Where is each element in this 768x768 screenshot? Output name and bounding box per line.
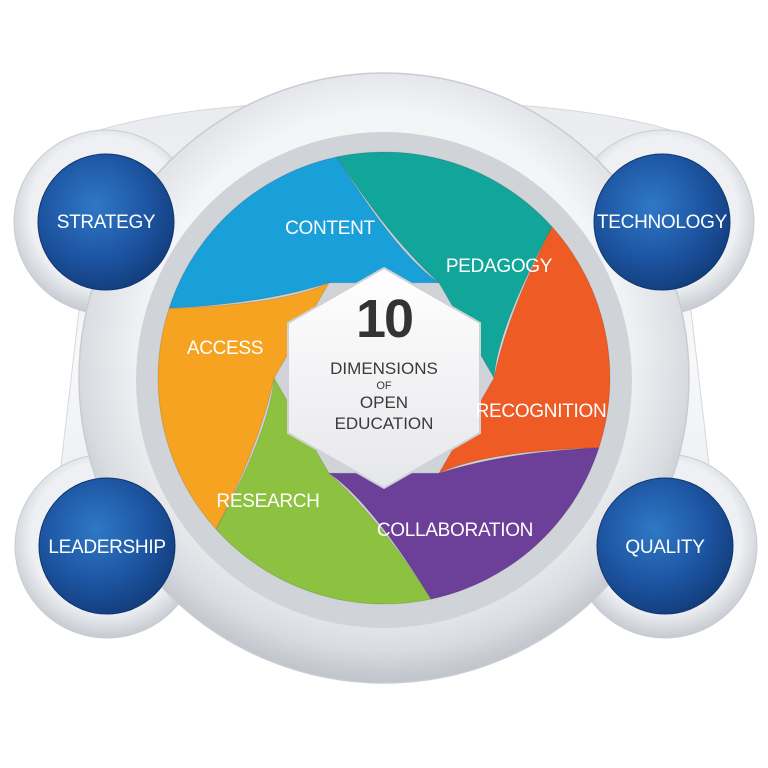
node-technology: [593, 153, 731, 291]
node-label-leadership: LEADERSHIP: [48, 537, 165, 558]
segment-content: [168, 156, 441, 309]
node-quality: [596, 477, 734, 615]
hub-line-dimensions: DIMENSIONS: [330, 359, 438, 378]
segment-label-collaboration: COLLABORATION: [377, 520, 533, 541]
node-leadership: [38, 477, 176, 615]
segment-pedagogy: [336, 151, 553, 380]
hub-line-education: EDUCATION: [335, 414, 434, 433]
segment-access: [157, 281, 331, 531]
hub-line-of: OF: [376, 380, 392, 392]
segment-research: [215, 376, 432, 605]
hub-hexagon: [287, 266, 481, 490]
segment-label-research: RESEARCH: [216, 491, 319, 512]
hub-number: 10: [356, 289, 412, 349]
node-strategy: [37, 153, 175, 291]
segment-collaboration: [327, 447, 600, 600]
segment-label-access: ACCESS: [187, 338, 263, 359]
segment-label-pedagogy: PEDAGOGY: [446, 256, 553, 277]
segment-label-content: CONTENT: [285, 218, 375, 239]
node-label-strategy: STRATEGY: [57, 212, 156, 233]
segment-label-recognition: RECOGNITION: [476, 401, 607, 422]
node-label-quality: QUALITY: [625, 537, 705, 558]
hub-line-open: OPEN: [360, 393, 408, 412]
segment-recognition: [437, 225, 611, 475]
segment-group: [157, 151, 611, 605]
node-label-technology: TECHNOLOGY: [597, 212, 728, 233]
